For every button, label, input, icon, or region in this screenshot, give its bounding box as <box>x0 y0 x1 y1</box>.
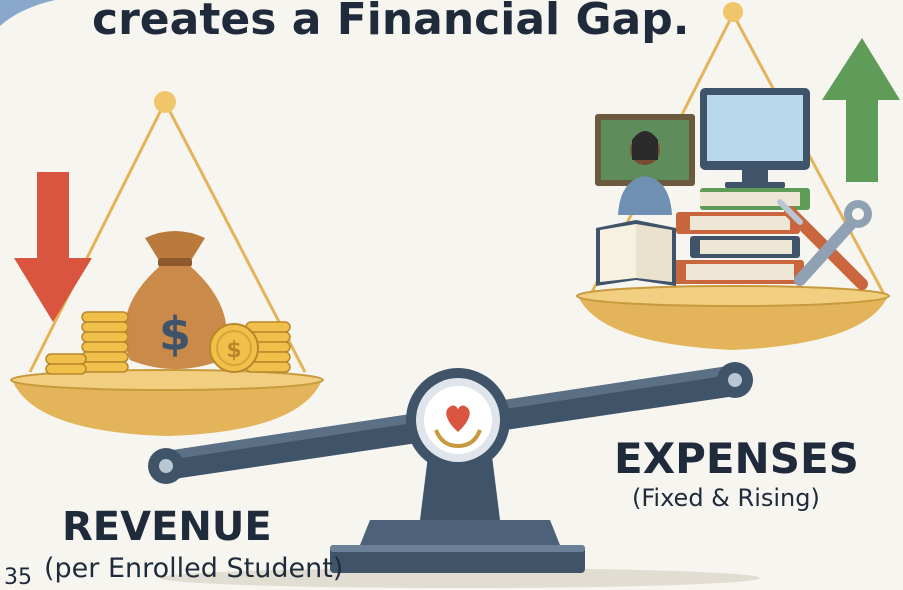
ground-shadow <box>160 568 760 588</box>
revenue-title: REVENUE <box>62 504 272 550</box>
wrench-and-screwdriver-icon <box>777 199 872 290</box>
page-number: 35 <box>4 565 32 590</box>
revenue-subtitle: (per Enrolled Student) <box>44 553 344 584</box>
slide-title: creates a Financial Gap. <box>92 0 690 45</box>
desktop-computer-icon <box>700 88 810 188</box>
money-bag-icon: $ <box>124 231 227 369</box>
svg-text:$: $ <box>226 338 241 363</box>
teacher-at-chalkboard-icon <box>595 114 695 215</box>
coin-stacks-icon: $ <box>45 311 291 375</box>
book-stack-icon <box>596 188 810 286</box>
heart-in-hands-emblem <box>406 368 510 472</box>
expenses-title: EXPENSES <box>614 434 859 483</box>
right-pan <box>576 285 890 350</box>
green-up-arrow-icon <box>822 38 900 182</box>
corner-decoration <box>0 0 55 26</box>
left-pan <box>10 369 324 436</box>
red-down-arrow-icon <box>14 172 92 322</box>
expenses-subtitle: (Fixed & Rising) <box>632 484 820 512</box>
svg-text:$: $ <box>159 307 191 361</box>
